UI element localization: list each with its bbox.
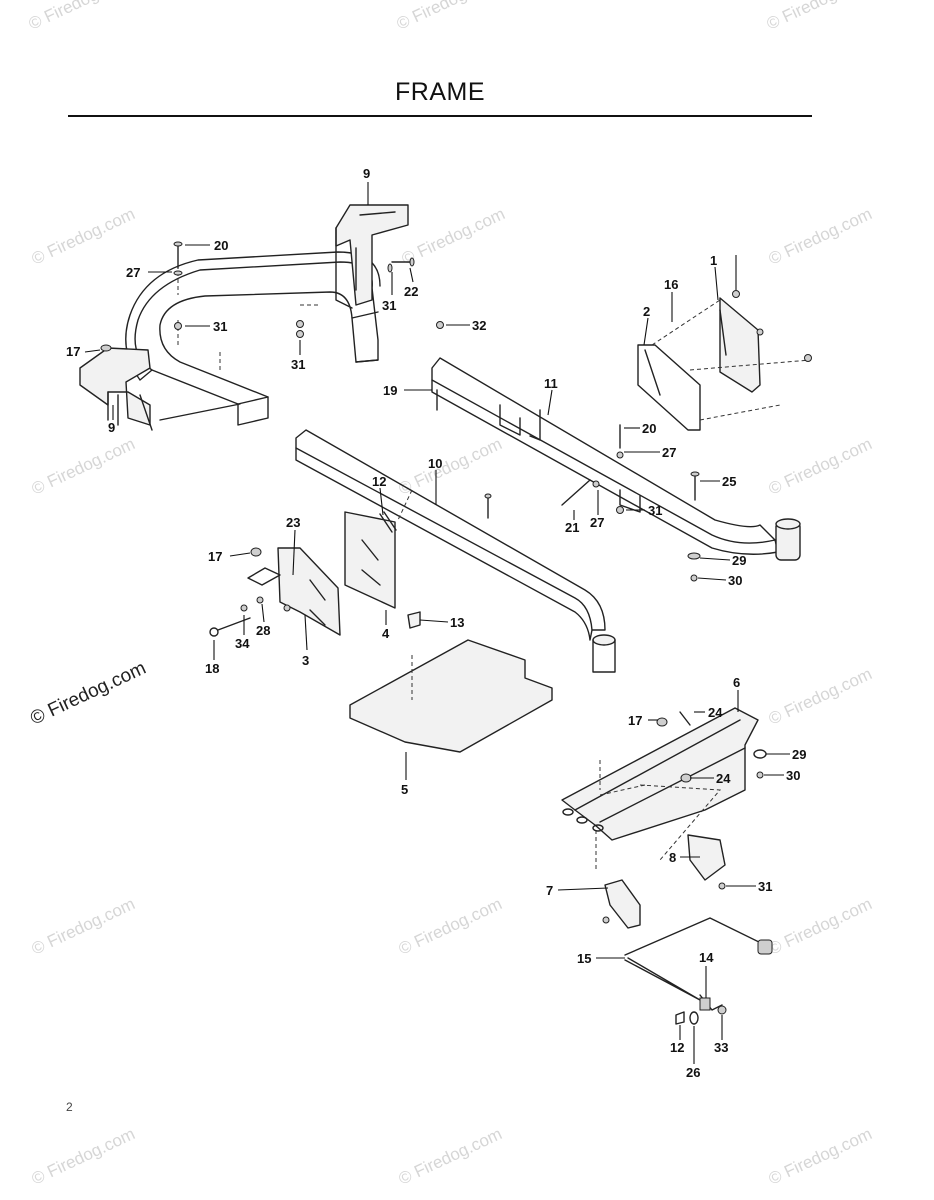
callout-label: 16	[664, 277, 678, 292]
seat-plates-3-4	[277, 511, 396, 636]
callout-label: 30	[786, 768, 800, 783]
callout-label: 21	[565, 520, 579, 535]
callout-label: 31	[291, 357, 305, 372]
callout-label: 31	[382, 298, 396, 313]
callout-label: 12	[670, 1040, 684, 1055]
watermark: © Firedog.com	[26, 0, 135, 34]
watermark: © Firedog.com	[29, 894, 138, 958]
page-title: FRAME	[395, 78, 485, 106]
watermark: © Firedog.com	[396, 434, 505, 498]
watermark: © Firedog.com	[29, 204, 138, 268]
callout-label: 8	[669, 850, 676, 865]
callout-label: 17	[628, 713, 642, 728]
callout-label: 14	[699, 950, 714, 965]
callout-label: 20	[214, 238, 228, 253]
bracket-1-2	[637, 297, 811, 431]
callout-label: 13	[450, 615, 464, 630]
watermark: © Firedog.com	[396, 1124, 505, 1188]
floor-pan-5	[349, 639, 553, 753]
callout-label: 19	[383, 383, 397, 398]
callout-label: 18	[205, 661, 219, 676]
callout-label: 3	[302, 653, 309, 668]
watermark: © Firedog.com	[29, 1124, 138, 1188]
callout-label: 7	[546, 883, 553, 898]
callout-label: 9	[363, 166, 370, 181]
watermark: © Firedog.com	[396, 894, 505, 958]
leader-lines	[84, 182, 790, 1064]
brackets-7-8	[604, 834, 726, 929]
callout-label: 28	[256, 623, 270, 638]
callout-label: 2	[643, 304, 650, 319]
callout-label: 15	[577, 951, 591, 966]
callout-label: 31	[648, 503, 662, 518]
front-loop-frame	[125, 251, 381, 426]
callout-label: 6	[733, 675, 740, 690]
callout-label: 11	[544, 376, 558, 391]
callout-label: 27	[126, 265, 140, 280]
callout-label: 26	[686, 1065, 700, 1080]
hardware	[100, 241, 812, 1025]
callout-label: 29	[732, 553, 746, 568]
rod-15	[624, 917, 773, 1011]
callout-labels: 9 20 27 22 31 31 17 9 31 1 16 2 32 19 11…	[66, 166, 806, 1080]
callout-label: 17	[208, 549, 222, 564]
assembly-lines	[177, 258, 646, 872]
page-number: 2	[66, 1100, 73, 1114]
callout-label: 17	[66, 344, 80, 359]
callout-label: 12	[372, 474, 386, 489]
callout-label: 30	[728, 573, 742, 588]
watermark: © Firedog.com	[766, 434, 875, 498]
watermark: © Firedog.com	[766, 1124, 875, 1188]
callout-label: 31	[213, 319, 227, 334]
callout-label: 10	[428, 456, 442, 471]
callout-label: 5	[401, 782, 408, 797]
callout-label: 23	[286, 515, 300, 530]
callout-label: 33	[714, 1040, 728, 1055]
title-rule	[68, 115, 812, 117]
watermarks: © Firedog.com © Firedog.com © Firedog.co…	[26, 0, 875, 1189]
callout-label: 24	[708, 705, 723, 720]
side-rail-11	[431, 357, 801, 561]
watermark: © Firedog.com	[399, 204, 508, 268]
callout-label: 32	[472, 318, 486, 333]
callout-label: 24	[716, 771, 731, 786]
rear-rail-10	[295, 429, 616, 673]
callout-label: 29	[792, 747, 806, 762]
watermark: © Firedog.com	[766, 204, 875, 268]
watermark: © Firedog.com	[764, 0, 873, 34]
callout-label: 27	[662, 445, 676, 460]
callout-label: 1	[710, 253, 717, 268]
bracket-9-left	[79, 347, 153, 431]
callout-label: 4	[382, 626, 390, 641]
callout-label: 31	[758, 879, 772, 894]
callout-label: 22	[404, 284, 418, 299]
callout-label: 27	[590, 515, 604, 530]
callout-label: 20	[642, 421, 656, 436]
rear-frame-6	[561, 707, 759, 861]
watermark-prominent: © Firedog.com	[27, 658, 149, 730]
watermark: © Firedog.com	[394, 0, 503, 34]
callout-label: 34	[235, 636, 250, 651]
watermark: © Firedog.com	[29, 434, 138, 498]
watermark: © Firedog.com	[766, 664, 875, 728]
watermark: © Firedog.com	[766, 894, 875, 958]
bracket-9-top	[335, 204, 409, 309]
callout-label: 9	[108, 420, 115, 435]
callout-label: 25	[722, 474, 736, 489]
